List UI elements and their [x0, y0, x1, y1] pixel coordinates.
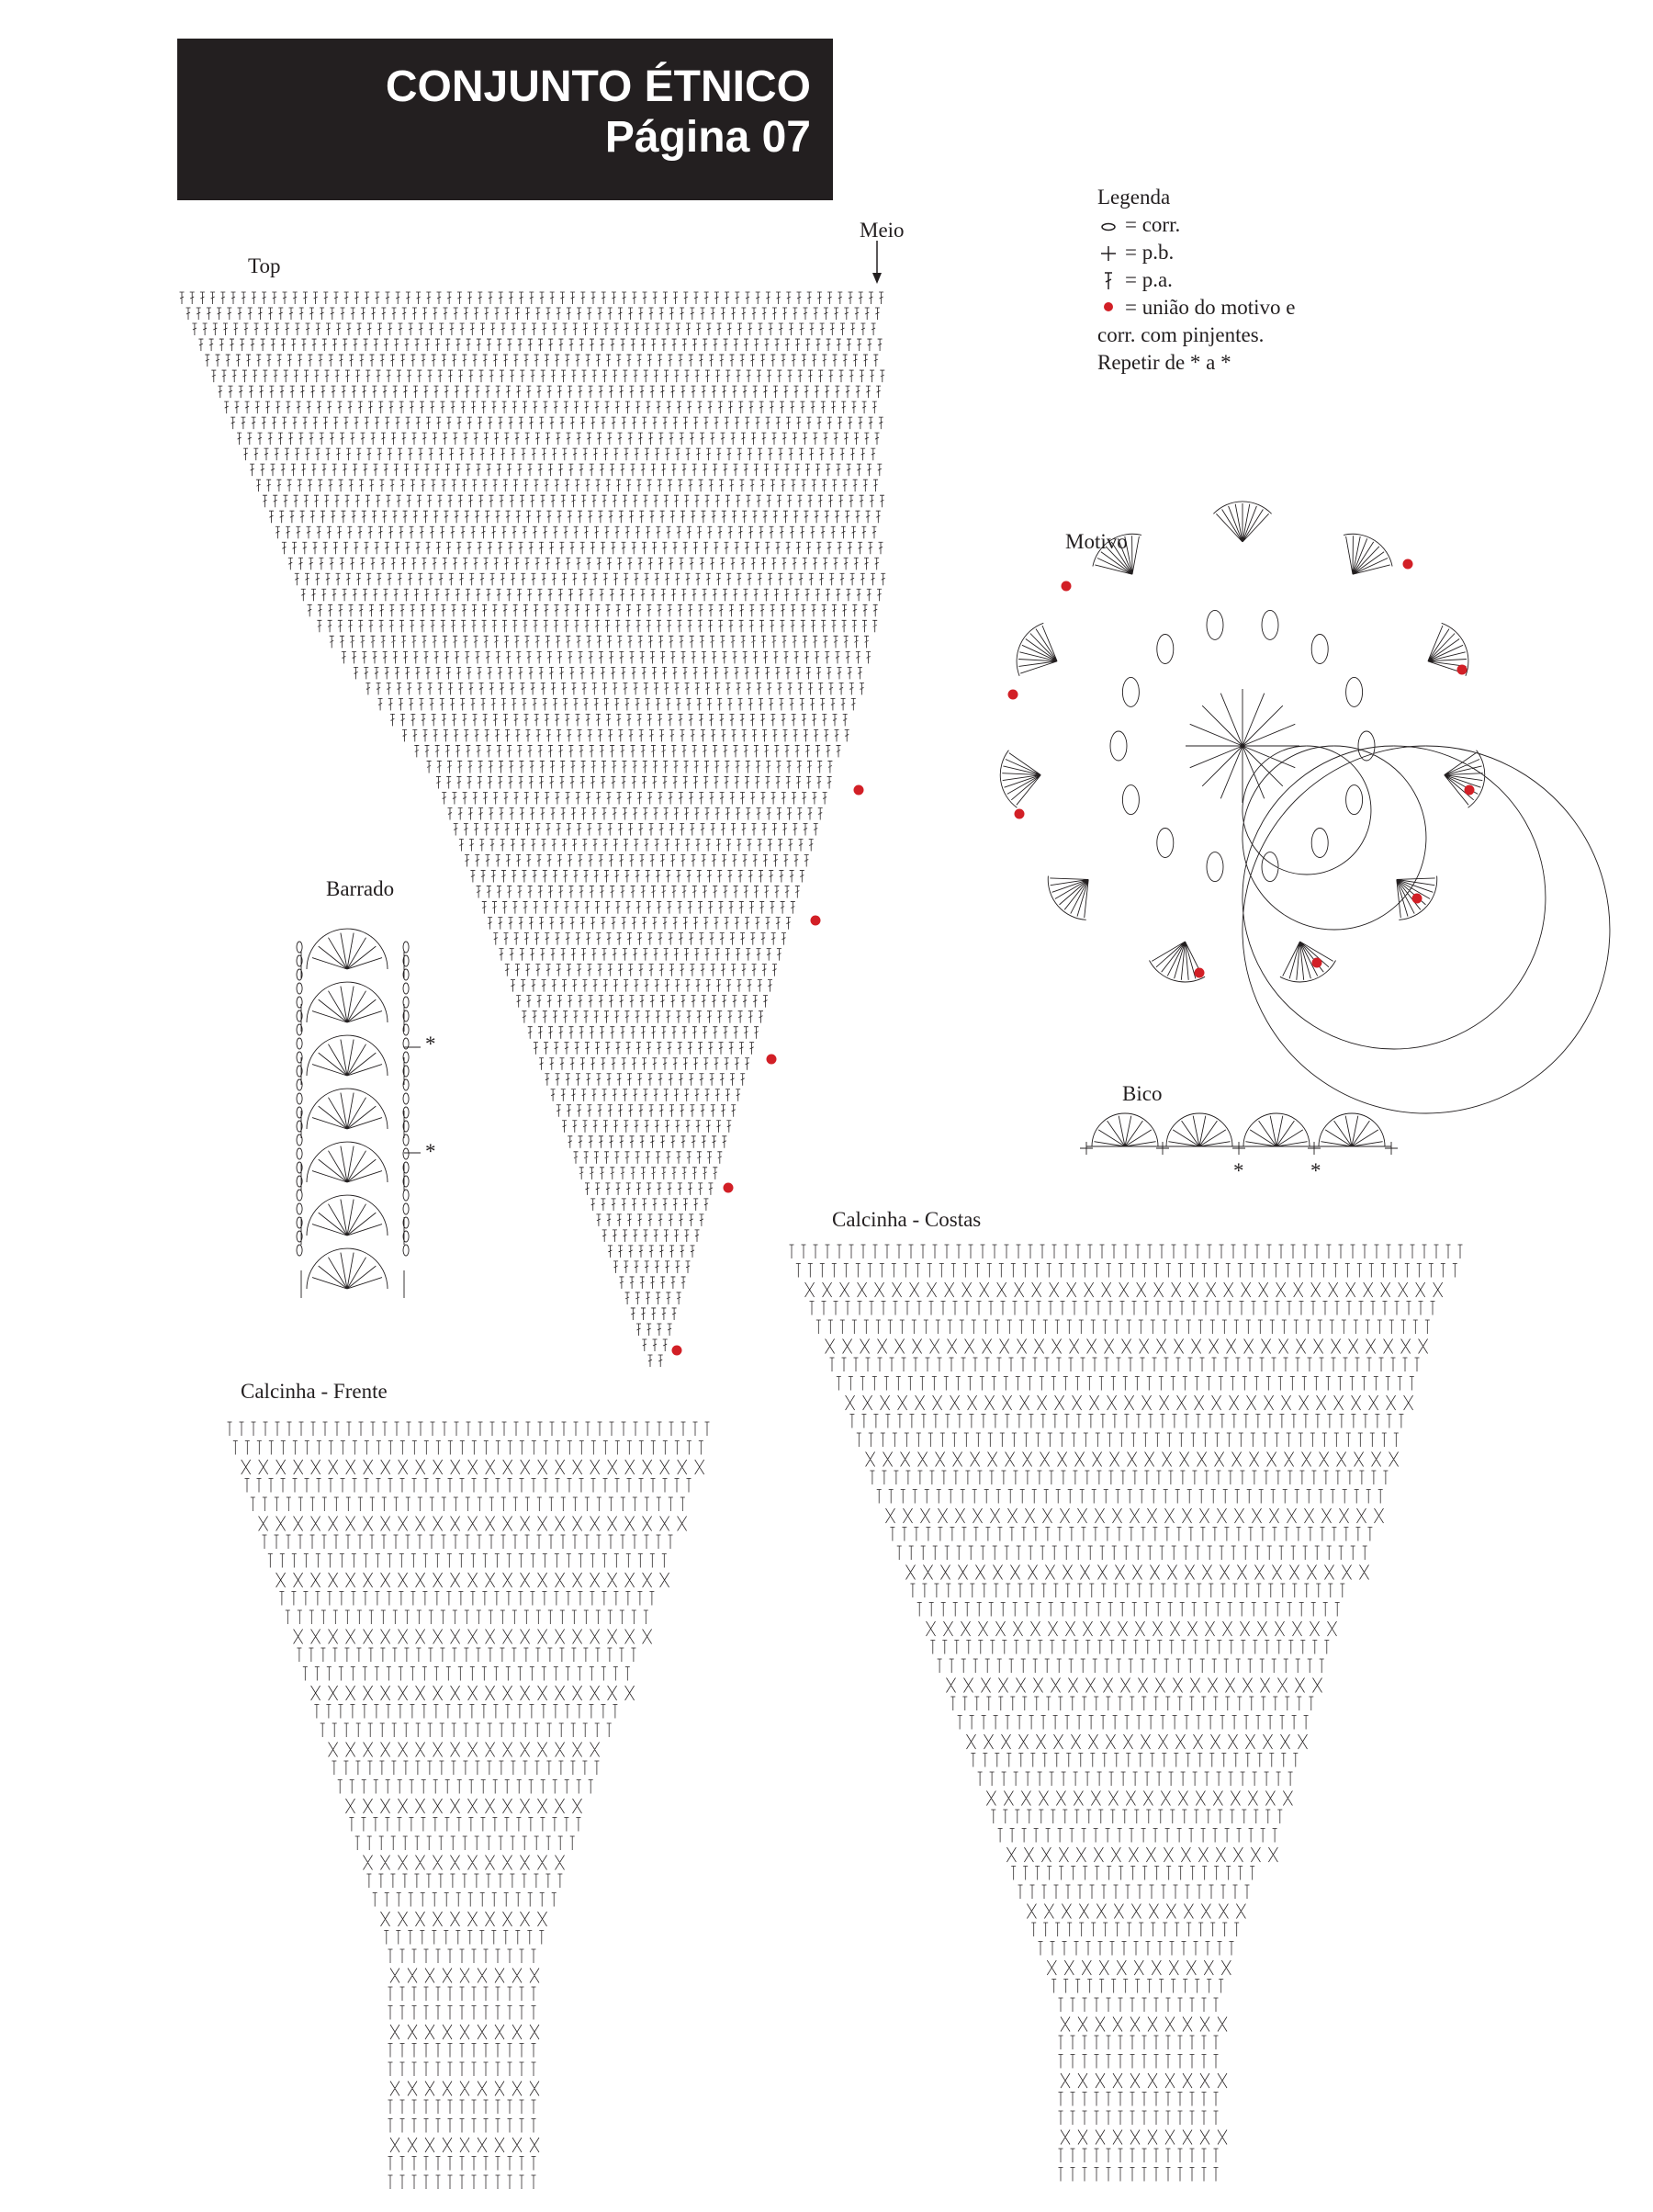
- calcinha-costas-label: Calcinha - Costas: [832, 1208, 982, 1231]
- legend-item-chain: = corr.: [1097, 211, 1264, 239]
- top-join-dot-5: [671, 1345, 682, 1356]
- meio-arrow-icon: [872, 241, 882, 284]
- legend-line-2: corr. com pinjentes.: [1097, 323, 1265, 346]
- legend-item-single-crochet: = p.b.: [1097, 239, 1264, 266]
- legend-item-join: = união do motivo e: [1097, 294, 1295, 322]
- bico-label: Bico: [1122, 1082, 1163, 1105]
- bico-repeat-mark-1: *: [1233, 1159, 1244, 1182]
- page-number: Página 07: [604, 113, 811, 162]
- barrado-repeat-mark-1: *: [425, 1033, 436, 1055]
- title-banner: CONJUNTO ÉTNICO Página 07: [177, 39, 833, 200]
- page-title: CONJUNTO ÉTNICO: [385, 62, 811, 111]
- motivo-join-dot-8: [1456, 664, 1467, 675]
- join-dot-icon: [1104, 302, 1113, 311]
- top-join-dot-2: [810, 915, 821, 926]
- top-chart: [179, 291, 886, 1367]
- bico-repeat-mark-2: *: [1310, 1159, 1321, 1182]
- legend-item-double-crochet: = p.a.: [1097, 266, 1264, 294]
- legend-title: Legenda: [1097, 186, 1171, 209]
- motivo-join-dot-7: [1464, 784, 1475, 796]
- legend-line-3: Repetir de * a *: [1097, 351, 1231, 374]
- motivo-join-dot-9: [1402, 559, 1413, 570]
- motivo-join-dot-5: [1311, 957, 1322, 968]
- bico-chart: [1080, 1112, 1398, 1155]
- motivo-join-dot-3: [1014, 808, 1025, 819]
- calcinha-frente-chart: [227, 1421, 710, 2189]
- double-crochet-icon: [1105, 272, 1112, 289]
- top-join-dot-4: [723, 1182, 734, 1193]
- motivo-join-dot-2: [1007, 689, 1018, 700]
- legend: Legenda = corr. = p.b. = p.a. = união do…: [1097, 184, 1295, 377]
- meio-label: Meio: [860, 219, 905, 242]
- chain-icon: [1101, 222, 1116, 231]
- motivo-join-dot-6: [1411, 893, 1422, 904]
- barrado-repeat-mark-2: *: [425, 1140, 436, 1163]
- single-crochet-icon: [1101, 246, 1116, 261]
- calcinha-frente-label: Calcinha - Frente: [241, 1380, 388, 1403]
- top-join-dot-3: [766, 1054, 777, 1065]
- barrado-label: Barrado: [326, 877, 395, 900]
- motivo-chart: [999, 501, 1611, 1114]
- calcinha-costas-chart: [789, 1244, 1463, 2182]
- motivo-label: Motivo: [1065, 530, 1128, 553]
- motivo-join-dot-1: [1061, 581, 1072, 592]
- motivo-join-dot-4: [1194, 967, 1205, 978]
- top-join-dot-1: [853, 784, 864, 796]
- barrado-chart: [296, 928, 421, 1298]
- top-label: Top: [248, 254, 281, 277]
